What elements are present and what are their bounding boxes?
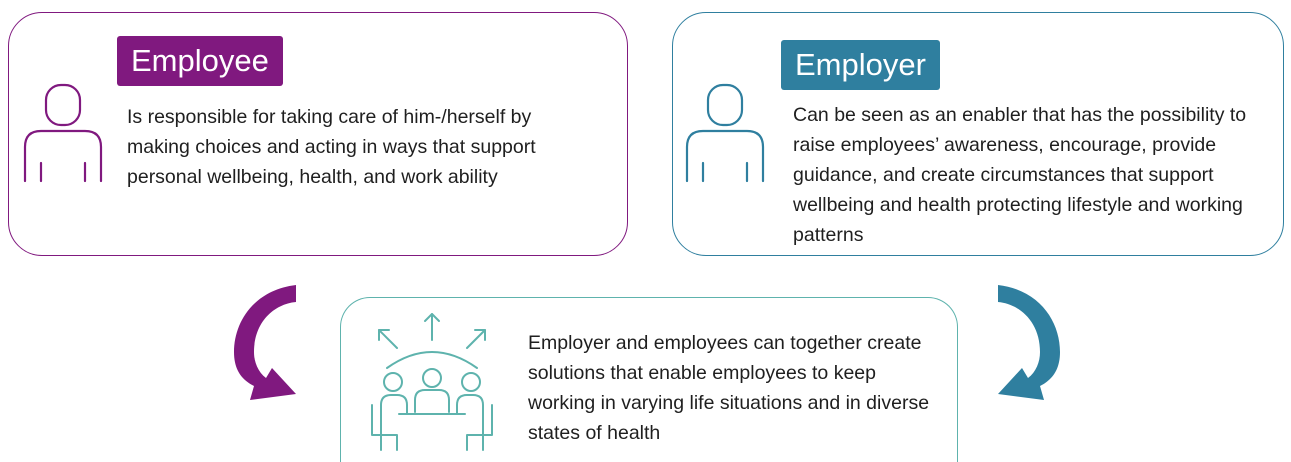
employer-card: Employer Can be seen as an enabler that … [672, 12, 1284, 256]
together-card: Employer and employees can together crea… [340, 297, 958, 462]
person-icon [23, 83, 103, 183]
employee-description: Is responsible for taking care of him-/h… [127, 106, 536, 188]
curved-arrow-icon [998, 285, 1060, 400]
employer-title: Employer [781, 40, 940, 90]
employer-description: Can be seen as an enabler that has the p… [793, 104, 1247, 246]
curved-arrow-icon [234, 285, 296, 400]
employee-card: Employee Is responsible for taking care … [8, 12, 628, 256]
team-meeting-icon [371, 313, 493, 451]
employee-title: Employee [117, 36, 283, 86]
person-icon [685, 83, 765, 183]
together-description: Employer and employees can together crea… [528, 332, 930, 444]
